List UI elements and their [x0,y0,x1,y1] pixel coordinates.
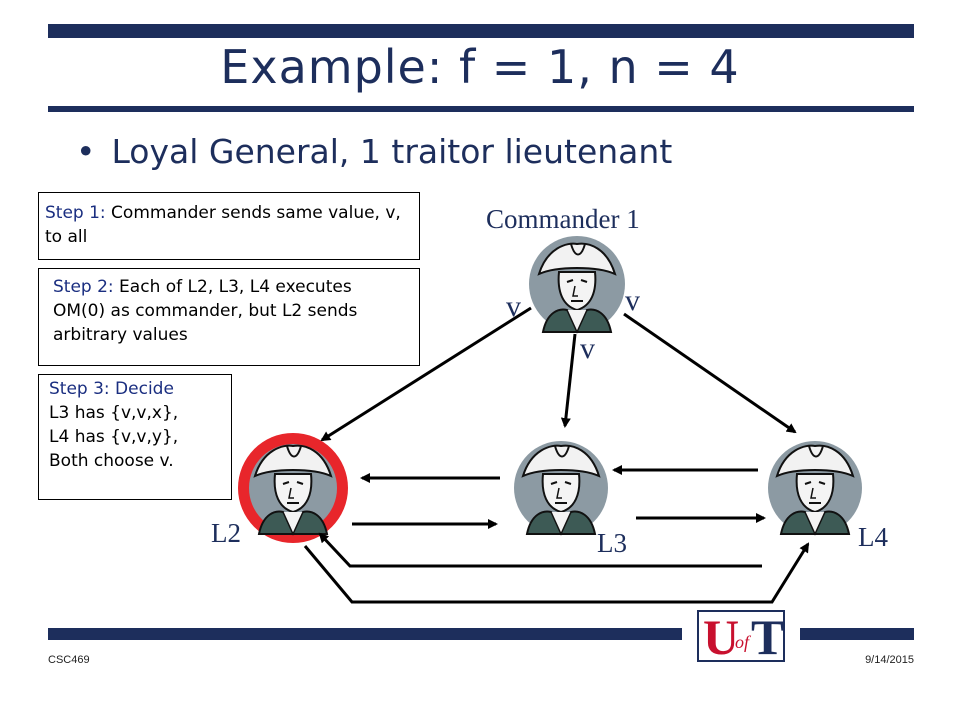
footer-bar-right [800,628,914,640]
l3-node [514,441,608,535]
uoft-logo: U of T [697,609,785,665]
logo-of: of [735,632,750,652]
title-rule [48,106,914,112]
bullet-dot: • [76,132,96,171]
step2-text: Each of L2, L3, L4 executes OM(0) as com… [53,277,358,345]
step2-label: Step 2: [53,277,114,297]
commander-node [529,236,625,333]
step3-box: Step 3: Decide L3 has {v,v,x}, L4 has {v… [38,374,232,500]
footer-bar-left [48,628,682,640]
edge-c-l3 [560,333,577,428]
edge-c-l4 [623,312,797,434]
bullet-text: Loyal General, 1 traitor lieutenant [111,132,673,171]
step3-line3: Both choose v. [49,451,174,471]
step1-label: Step 1: [45,203,106,223]
edge-label-to-l4: v [625,284,640,317]
l2-node [238,433,348,543]
step3-label: Step 3: Decide [49,379,174,399]
edge-label-to-l2: v [506,290,521,323]
step3-line2: L4 has {v,v,y}, [49,427,179,447]
step2-box: Step 2: Each of L2, L3, L4 executes OM(0… [38,268,420,366]
step1-text: Commander sends same value, v, to all [45,203,401,247]
l4-node [768,441,862,535]
edge-c-l2 [320,306,532,442]
edge-l4-l2 [318,532,762,568]
step1-box: Step 1: Commander sends same value, v, t… [38,192,420,260]
footer-course: CSC469 [48,654,90,666]
edge-label-to-l3: v [580,332,595,365]
footer-date: 9/14/2015 [865,654,914,666]
logo-t: T [751,609,785,665]
bullet-item: • Loyal General, 1 traitor lieutenant [76,132,672,171]
commander-label: Commander 1 [486,204,640,234]
l2-label: L2 [211,518,241,548]
logo-u: U [703,609,740,665]
slide-title: Example: f = 1, n = 4 [220,40,740,94]
top-bar [48,24,914,38]
l3-label: L3 [597,528,627,558]
l4-label: L4 [858,522,888,552]
edge-l2-l4 [303,542,810,604]
step3-line1: L3 has {v,v,x}, [49,403,179,423]
